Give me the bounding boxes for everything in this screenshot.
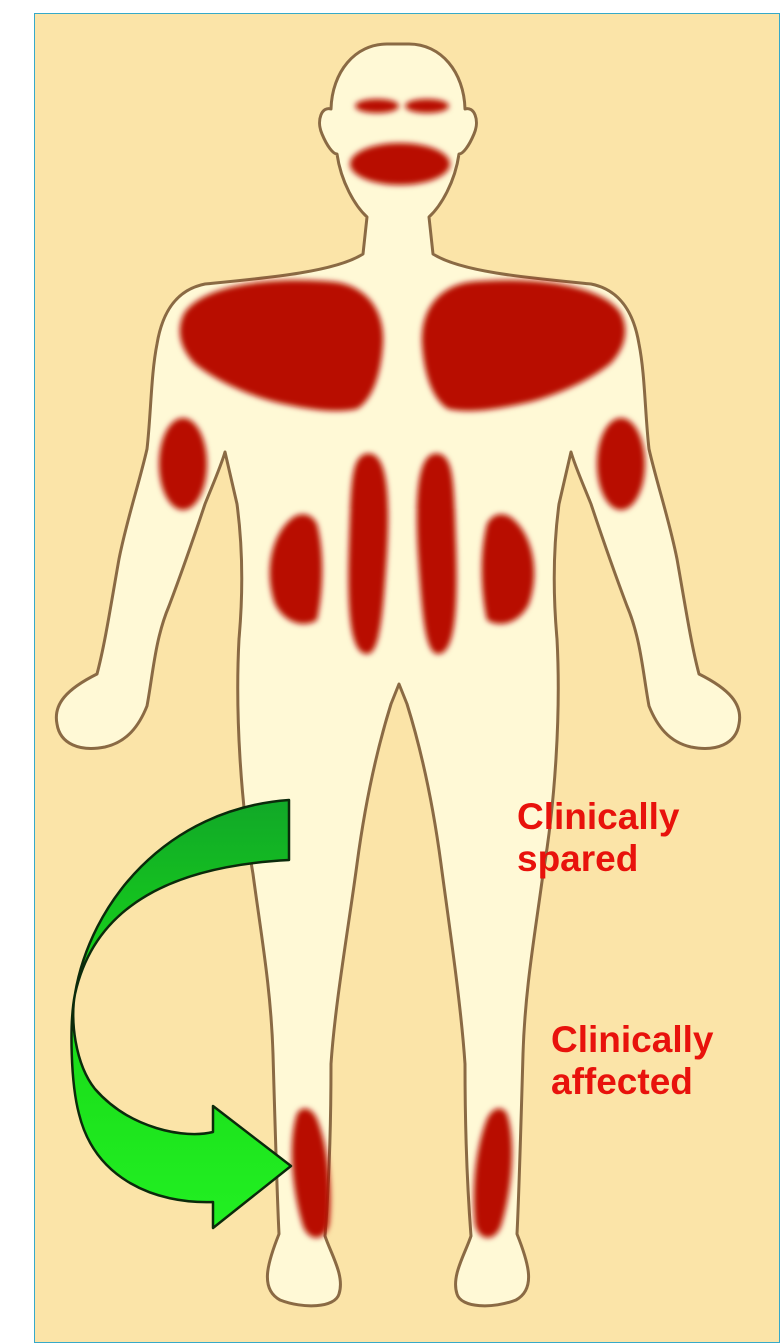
muscle-eye-right — [405, 99, 449, 113]
muscle-eye-left — [355, 99, 399, 113]
label-clinically-spared: Clinically spared — [517, 796, 679, 880]
label-clinically-affected: Clinically affected — [551, 1019, 713, 1103]
human-body-outline-icon — [56, 44, 739, 1306]
diagram-panel: Clinically spared Clinically affected — [34, 13, 780, 1343]
label-affected-line1: Clinically — [551, 1019, 713, 1061]
muscle-arm-left — [159, 418, 207, 510]
muscle-face — [350, 143, 450, 185]
label-affected-line2: affected — [551, 1061, 713, 1103]
label-spared-line2: spared — [517, 838, 679, 880]
label-spared-line1: Clinically — [517, 796, 679, 838]
muscle-arm-right — [597, 418, 645, 510]
body-muscle-diagram — [35, 14, 780, 1343]
